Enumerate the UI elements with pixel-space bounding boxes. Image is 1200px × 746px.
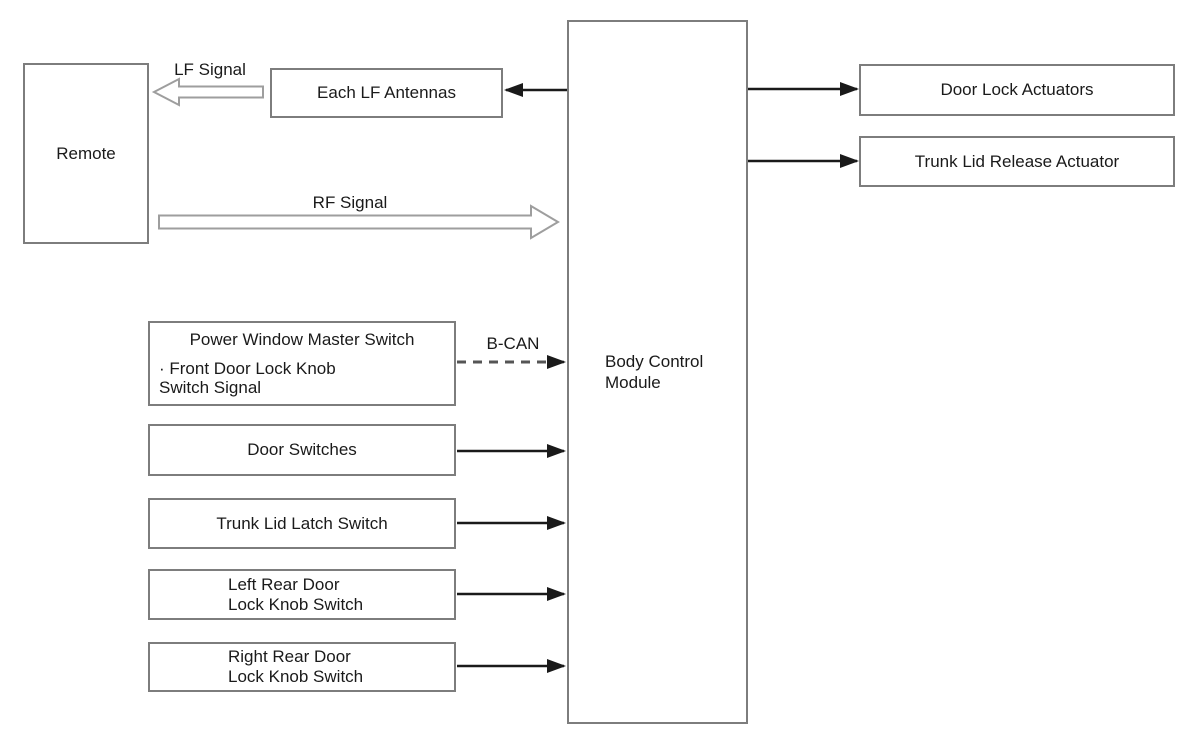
node-door-switches-label: Door Switches: [247, 440, 357, 459]
rf-signal-label: RF Signal: [312, 193, 388, 212]
node-door-lock-actuators: Door Lock Actuators: [859, 64, 1175, 116]
node-bcm-label-line2: Module: [605, 373, 661, 392]
node-right-rear-label-line1: Right Rear Door: [228, 647, 351, 666]
node-trunk-lid-latch-switch-label: Trunk Lid Latch Switch: [216, 513, 388, 533]
node-trunk-lid-latch-switch: Trunk Lid Latch Switch: [148, 498, 456, 549]
node-right-rear-door-lock-knob-switch: Right Rear Door Lock Knob Switch: [148, 642, 456, 692]
node-trunk-lid-release-actuator-label: Trunk Lid Release Actuator: [914, 151, 1120, 171]
node-left-rear-label-line1: Left Rear Door: [228, 574, 340, 594]
node-pwms-label-line3: Switch Signal: [159, 378, 262, 397]
node-remote-label: Remote: [56, 143, 116, 163]
node-body-control-module: Body Control Module: [567, 20, 748, 724]
node-bcm-label-line1: Body Control: [605, 352, 704, 371]
node-each-lf-antennas-label: Each LF Antennas: [317, 83, 456, 102]
b-can-label: B-CAN: [486, 334, 540, 353]
node-door-lock-actuators-label: Door Lock Actuators: [940, 80, 1094, 99]
node-pwms-label-line2: · Front Door Lock Knob: [159, 359, 336, 378]
lf-signal-hollow-arrow: [151, 77, 264, 107]
node-door-switches: Door Switches: [148, 424, 456, 476]
lf-signal-label: LF Signal: [174, 60, 246, 79]
node-remote: Remote: [23, 63, 149, 244]
node-each-lf-antennas: Each LF Antennas: [270, 68, 503, 118]
node-left-rear-door-lock-knob-switch: Left Rear Door Lock Knob Switch: [148, 569, 456, 620]
node-pwms-label-line1: Power Window Master Switch: [189, 330, 415, 349]
node-power-window-master-switch: Power Window Master Switch · Front Door …: [148, 321, 456, 406]
node-left-rear-label-line2: Lock Knob Switch: [228, 594, 364, 614]
node-trunk-lid-release-actuator: Trunk Lid Release Actuator: [859, 136, 1175, 187]
node-right-rear-label-line2: Lock Knob Switch: [228, 667, 364, 686]
rf-signal-hollow-arrow: [158, 204, 560, 240]
